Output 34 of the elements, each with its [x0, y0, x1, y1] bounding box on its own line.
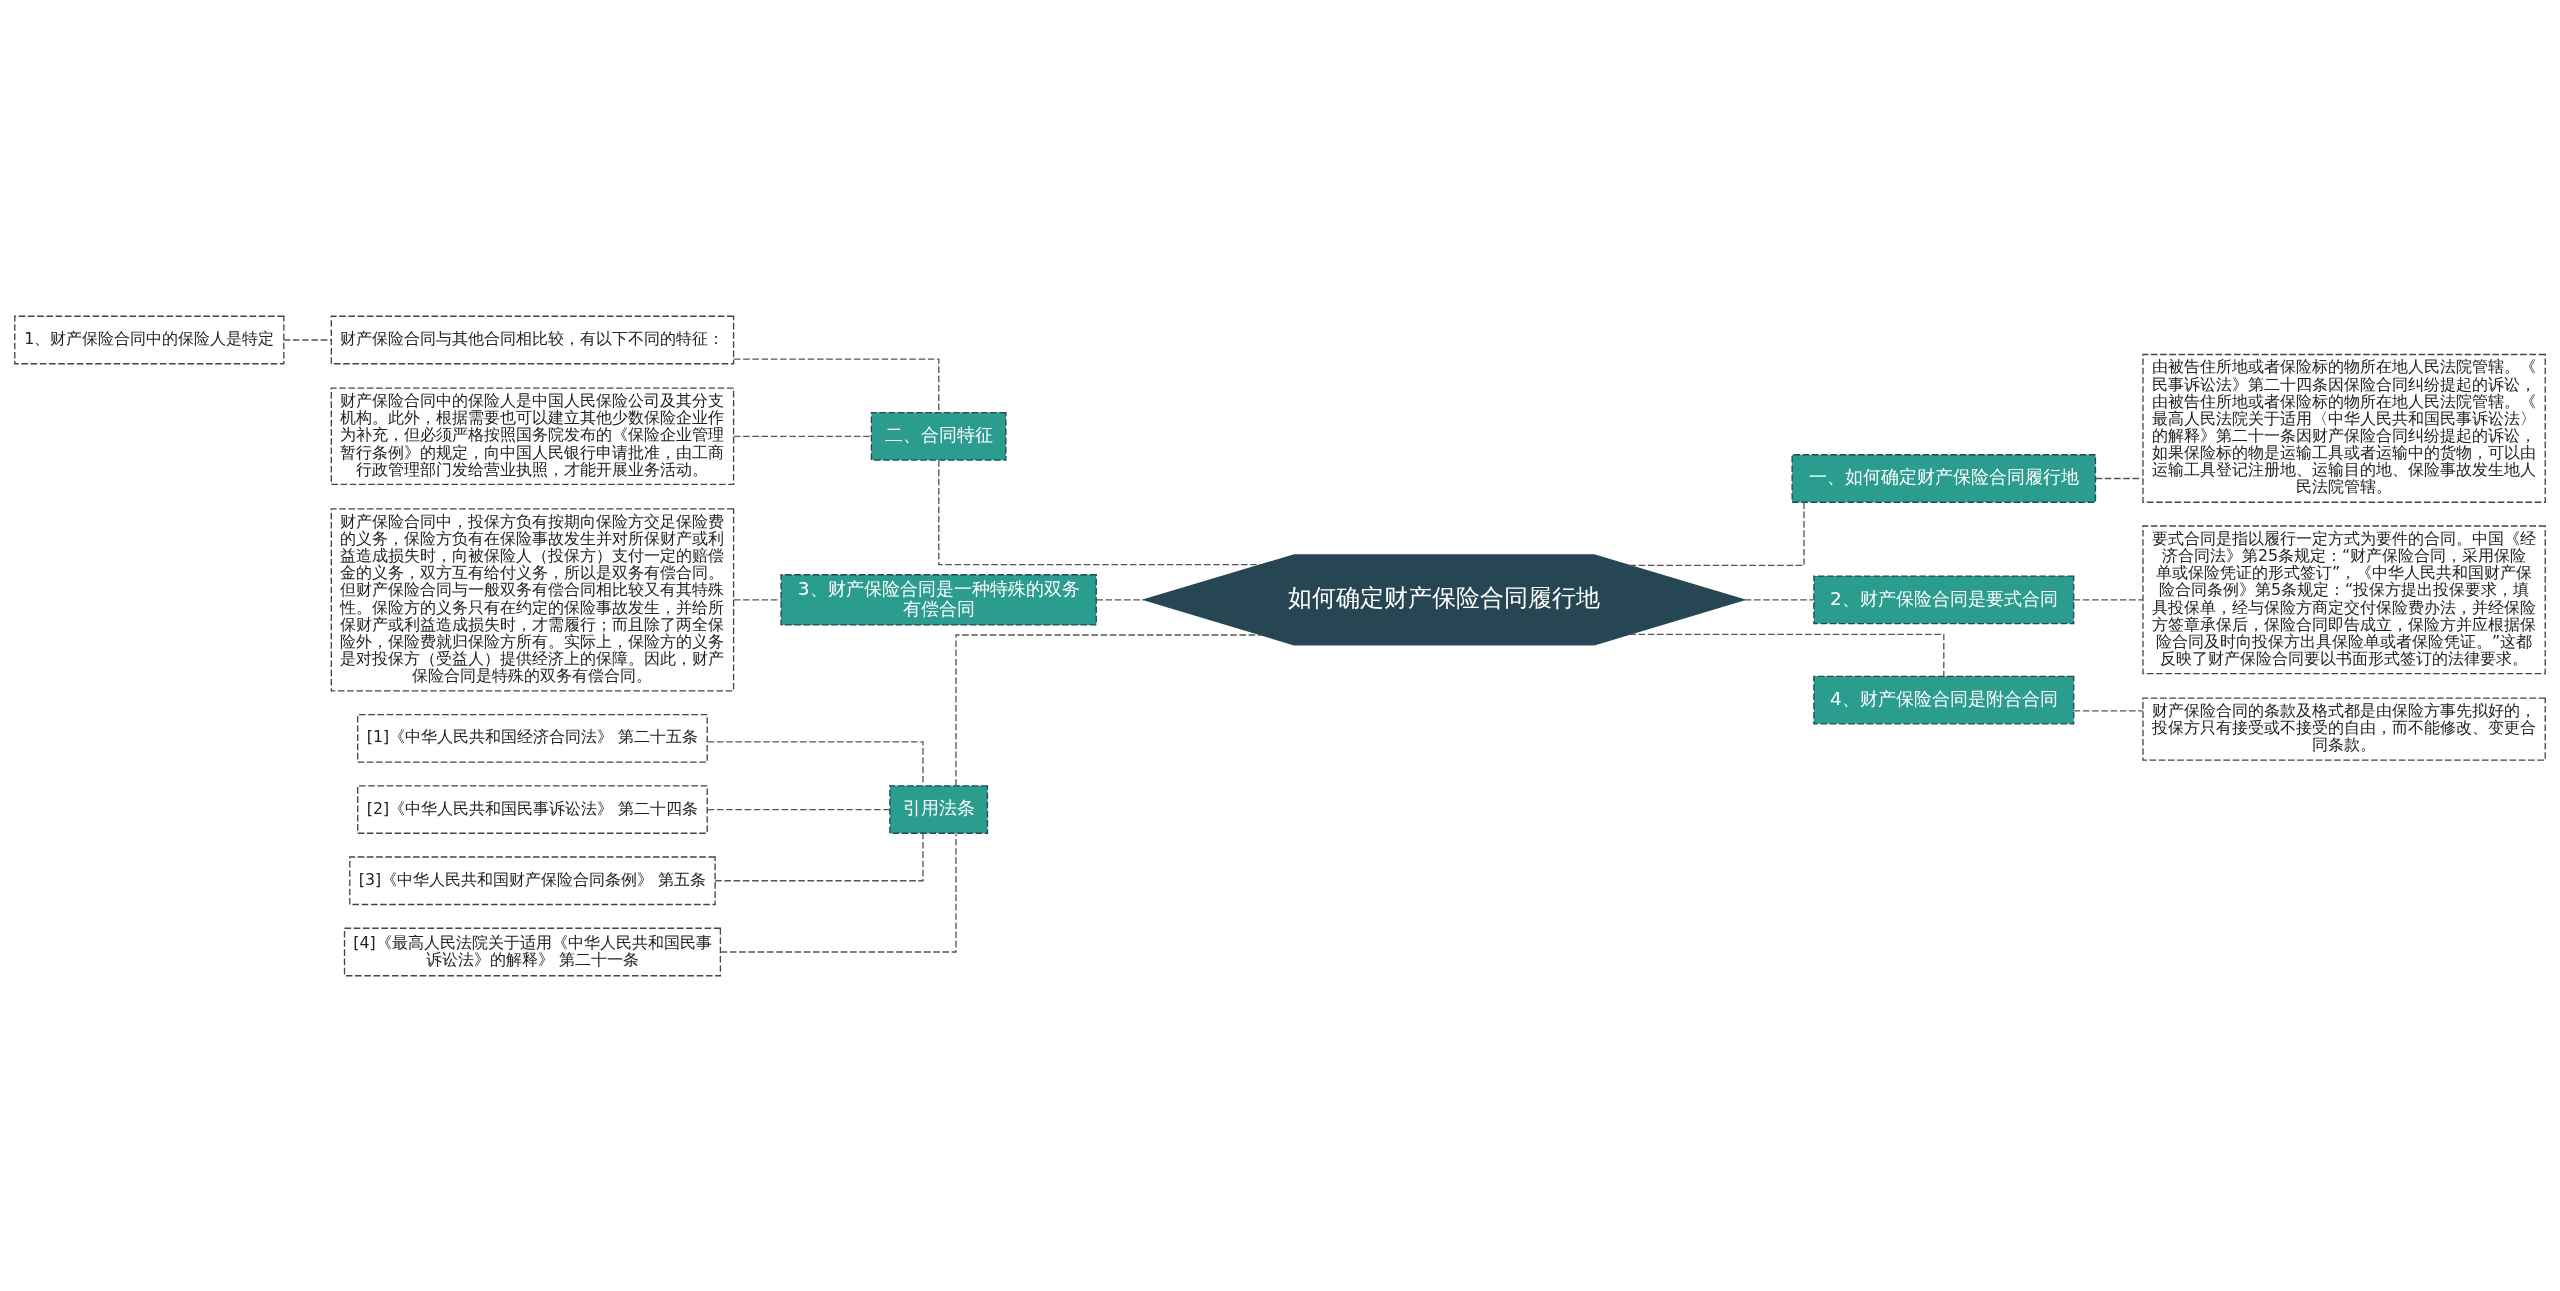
- connector: [283, 338, 332, 341]
- connector: [733, 598, 782, 600]
- connector: [1743, 598, 1815, 600]
- connector: [1628, 501, 1805, 566]
- connector: [1095, 598, 1145, 600]
- connector: [720, 832, 957, 953]
- node-box: 2、财产保险合同是要式合同: [1813, 574, 2075, 624]
- connector: [733, 357, 940, 413]
- node-box: 3、财产保险合同是一种特殊的双务有偿合同: [780, 573, 1097, 626]
- node-box: 财产保险合同中，投保方负有按期向保险方交足保险费的义务，保险方负有在保险事故发生并对所保财产或利益造成损失时，向被保险人（投保方）支付一定的赔偿金的义务，双方互有给付义务，所以是双务有偿合同。但财产保险合同与一般双务有偿合同相比较又有其特殊性。保险方的义务只有在约定的保险事故发生，并给所保财产或利益造成损失时，才需履行；而且除了两全保险外，保险费就归保险方所有。实际上，保险方的义务是对投保方（受益人）提供经济上的保障。因此，财产保险合同是特殊的双务有偿合同。: [330, 507, 735, 691]
- node-box: 引用法条: [889, 784, 989, 834]
- node-box: 要式合同是指以履行一定方式为要件的合同。中国《经济合同法》第25条规定：“财产保险合同，采用保险单或保险凭证的形式签订”，《中华人民共和国财产保险合同条例》第5条规定：“投保方提出投保要求，填具投保单，经与保险方商定交付保险费办法，并经保险方签章承保后，保险合同即告成立，保险方并应根据保险合同及时向投保方出具保险单或者保险凭证。”这都反映了财产保险合同要以书面形式签订的法律要求。: [2142, 524, 2546, 674]
- node-box: 4、财产保险合同是附合合同: [1813, 675, 2075, 724]
- connector: [2095, 477, 2144, 479]
- connector: [1628, 633, 1945, 677]
- connector: [707, 808, 891, 810]
- node-box: 财产保险合同中的保险人是中国人民保险公司及其分支机构。此外，根据需要也可以建立其他少数保险企业作为补充，但必须严格按照国务院发布的《保险企业管理暂行条例》的规定，向中国人民银行申请批准，由工商行政管理部门发给营业执照，才能开展业务活动。: [330, 387, 735, 485]
- node-box: 二、合同特征: [870, 411, 1007, 461]
- node-box: 财产保险合同与其他合同相比较，有以下不同的特征：: [330, 315, 735, 364]
- connector: [938, 459, 1262, 565]
- connector: [2073, 709, 2144, 712]
- connector: [2073, 598, 2144, 600]
- node-box: 1、财产保险合同中的保险人是特定: [14, 315, 285, 364]
- connector: [955, 633, 1262, 786]
- connector: [707, 740, 924, 786]
- node-box: 财产保险合同的条款及格式都是由保险方事先拟好的，投保方只有接受或不接受的自由，而不能修改、变更合同条款。: [2142, 696, 2546, 761]
- connector: [733, 435, 872, 437]
- node-box: 一、如何确定财产保险合同履行地: [1791, 453, 2097, 503]
- node-box: [2]《中华人民共和国民事诉讼法》 第二十四条: [357, 784, 708, 834]
- node-box: [3]《中华人民共和国财产保险合同条例》 第五条: [349, 855, 716, 905]
- node-box: [1]《中华人民共和国经济合同法》 第二十五条: [357, 713, 708, 763]
- node-box: [4]《最高人民法院关于适用《中华人民共和国民事诉讼法》的解释》 第二十一条: [343, 927, 722, 976]
- node-box: 由被告住所地或者保险标的物所在地人民法院管辖。《民事诉讼法》第二十四条因保险合同纠纷提起的诉讼，由被告住所地或者保险标的物所在地人民法院管辖。《最高人民法院关于适用〈中华人民共和国民事诉讼法〉的解释》第二十一条因财产保险合同纠纷提起的诉讼，如果保险标的物是运输工具或者运输中的货物，可以由运输工具登记注册地、运输目的地、保险事故发生地人民法院管辖。: [2142, 353, 2546, 503]
- connector: [714, 832, 924, 881]
